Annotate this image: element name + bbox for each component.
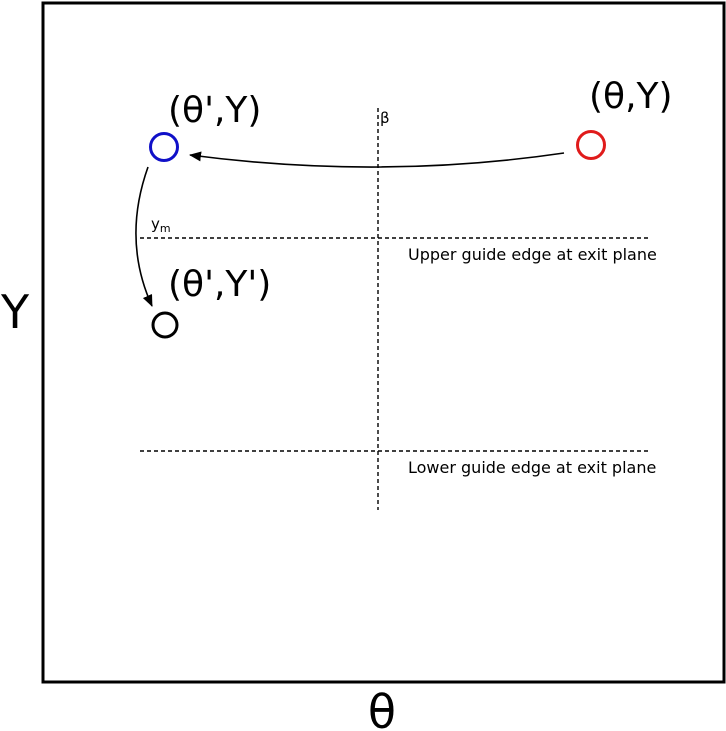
reflected-point-label: (θ',Y): [168, 90, 261, 131]
lower-guide-label: Lower guide edge at exit plane: [408, 458, 656, 477]
ym-label: ym: [151, 215, 171, 235]
mapped-point-label: (θ',Y'): [168, 264, 271, 305]
y-axis-label: Y: [0, 285, 30, 339]
ym-label-subscript: m: [160, 222, 171, 235]
mapped-point: [151, 311, 179, 339]
original-point: [576, 130, 606, 160]
original-point-label: (θ,Y): [589, 76, 673, 117]
reflected-point: [149, 132, 179, 162]
mapping-arrow: [135, 166, 153, 307]
plot-frame: [41, 1, 726, 684]
ym-label-main: y: [151, 215, 160, 233]
upper-guide-label: Upper guide edge at exit plane: [408, 245, 657, 264]
beta-label: β: [380, 109, 390, 127]
x-axis-label: θ: [368, 685, 396, 731]
reflection-arrow: [189, 151, 565, 168]
